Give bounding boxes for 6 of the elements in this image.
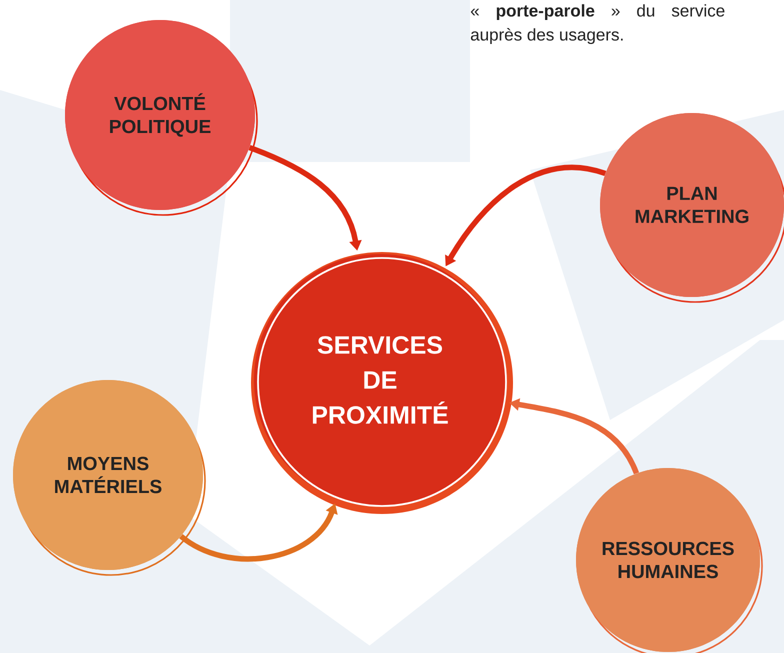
note-text: « porte-parole » du service auprès des usagers. (470, 4, 724, 44)
circle-node: SERVICES DE PROXIMITÉ (251, 252, 513, 514)
circle-node: PLAN MARKETING (600, 113, 784, 303)
circle-node: VOLONTÉ POLITIQUE (65, 20, 258, 216)
circle-node: MOYENS MATÉRIELS (13, 380, 206, 576)
circle-node: RESSOURCES HUMAINES (576, 468, 763, 653)
